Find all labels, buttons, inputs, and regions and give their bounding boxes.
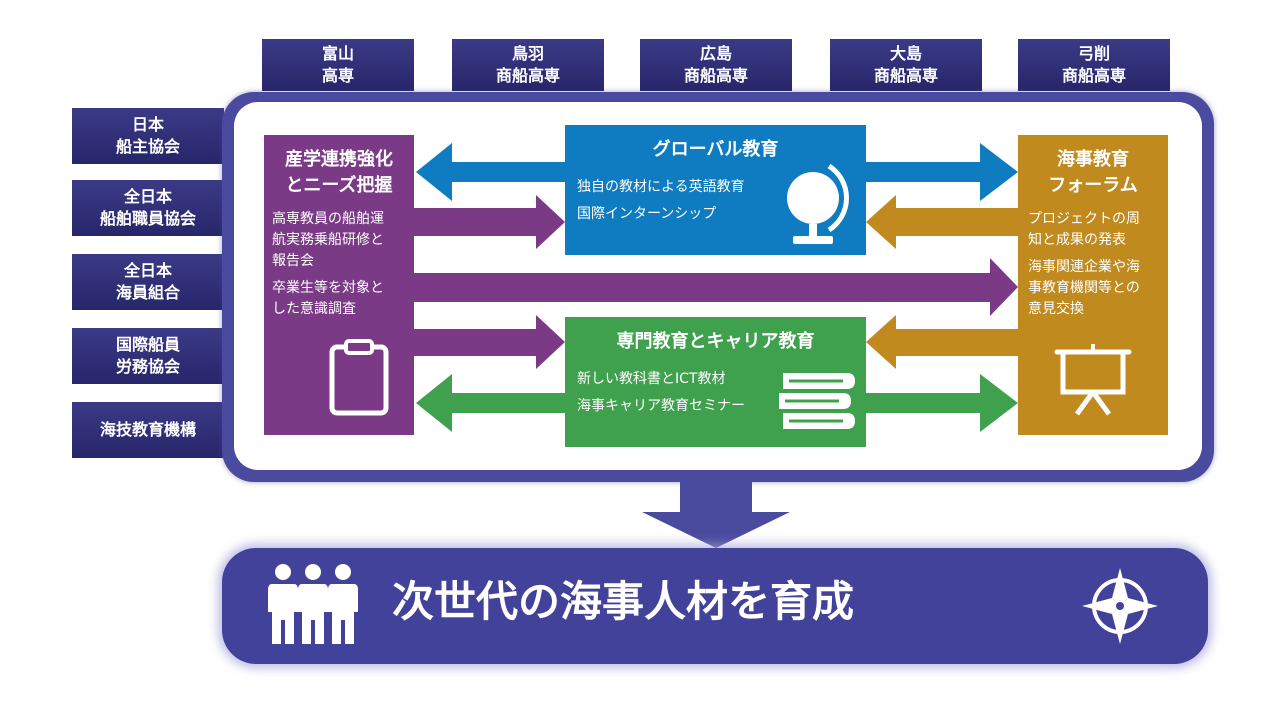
arrow-career-to-forum [866,374,1018,432]
panel-industry-title-line1: 産学連携強化 [285,149,393,170]
school-name: 鳥羽 [511,44,544,63]
panel-industry-item2: 卒業生等を対象と した意識調査 [272,278,414,320]
arrow-global-bidirectional [416,143,565,201]
arrow-career-to-industry [416,374,565,432]
arrow-industry-to-career [414,315,565,369]
text-line: 意見交換 [1028,301,1084,317]
panel-global-item2: 国際インターンシップ [577,206,717,222]
org-name-line2: 労務協会 [115,357,180,376]
arrow-down-to-goal [642,480,790,548]
panel-forum-title-line1: 海事教育 [1057,149,1129,170]
org-box-ship-officers: 全日本 船舶職員協会 [72,180,224,236]
school-type: 商船高専 [683,66,748,85]
school-name: 弓削 [1077,44,1110,63]
panel-career-title: 専門教育とキャリア教育 [616,331,815,352]
arrow-industry-to-global [414,195,565,249]
compass-icon [1082,568,1158,644]
presentation-board-icon [1054,344,1132,416]
arrow-industry-to-forum [414,258,1018,316]
panel-industry-title-line2: とニーズ把握 [285,175,393,196]
panel-global-title: グローバル教育 [652,139,779,160]
org-name-line1: 全日本 [123,261,172,280]
school-box-toba: 鳥羽 商船高専 [452,39,604,91]
text-line: 事教育機関等との [1028,280,1140,296]
books-icon [779,373,855,429]
panel-forum-title-line2: フォーラム [1048,175,1138,196]
org-name-line1: 海技教育機構 [99,420,196,439]
goal-banner-text: 次世代の海事人材を育成 [392,577,855,626]
school-name: 大島 [889,44,922,63]
school-box-oshima: 大島 商船高専 [830,39,982,91]
goal-banner [222,548,1208,664]
arrow-forum-to-global [866,195,1018,249]
school-name: 富山 [321,44,354,63]
text-line: 知と成果の発表 [1028,232,1126,248]
org-name-line1: 日本 [131,115,164,134]
school-type: 高専 [321,66,354,85]
school-box-toyama: 富山 高専 [262,39,414,91]
org-name-line2: 船舶職員協会 [99,209,196,228]
school-type: 商船高専 [1061,66,1126,85]
org-name-line2: 船主協会 [115,137,180,156]
text-line: 報告会 [272,253,314,269]
panel-industry-title: 産学連携強化 とニーズ把握 [264,147,414,199]
school-type: 商船高専 [873,66,938,85]
school-box-hiroshima: 広島 商船高専 [640,39,792,91]
panel-global-item1: 独自の教材による英語教育 [577,179,745,195]
panel-forum-title: 海事教育 フォーラム [1018,147,1168,199]
org-box-shipowners: 日本 船主協会 [72,108,224,164]
text-line: プロジェクトの周 [1028,211,1140,227]
people-icon [268,564,358,644]
text-line: 高専教員の船舶運 [272,211,384,227]
arrow-forum-to-career [866,315,1018,369]
arrow-global-to-forum [866,143,1018,201]
text-line: した意識調査 [272,301,356,317]
org-box-seafarers-union: 全日本 海員組合 [72,254,224,310]
school-name: 広島 [699,44,732,63]
org-name-line1: 全日本 [123,187,172,206]
clipboard-icon [329,339,389,416]
org-box-maritime-education-agency: 海技教育機構 [72,402,224,458]
panel-career-item2: 海事キャリア教育セミナー [577,398,745,414]
text-line: 海事関連企業や海 [1028,259,1140,275]
panel-forum-item1: プロジェクトの周 知と成果の発表 [1028,209,1168,251]
panel-global-education: グローバル教育 独自の教材による英語教育 国際インターンシップ [565,125,866,255]
org-name-line2: 海員組合 [115,283,180,302]
panel-career-education: 専門教育とキャリア教育 新しい教科書とICT教材 海事キャリア教育セミナー [565,317,866,447]
panel-maritime-forum: 海事教育 フォーラム プロジェクトの周 知と成果の発表 海事関連企業や海 事教育… [1018,135,1168,435]
panel-career-item1: 新しい教科書とICT教材 [577,371,726,387]
panel-forum-item2: 海事関連企業や海 事教育機関等との 意見交換 [1028,257,1168,320]
panel-industry-item1: 高専教員の船舶運 航実務乗船研修と 報告会 [272,209,414,272]
text-line: 卒業生等を対象と [272,280,384,296]
school-box-yuge: 弓削 商船高専 [1018,39,1170,91]
org-name-line1: 国際船員 [115,335,180,354]
text-line: 航実務乗船研修と [272,232,384,248]
globe-icon [787,163,849,244]
school-type: 商船高専 [495,66,560,85]
panel-industry-academia: 産学連携強化 とニーズ把握 高専教員の船舶運 航実務乗船研修と 報告会 卒業生等… [264,135,414,435]
org-box-intl-seafarers-labor: 国際船員 労務協会 [72,328,224,384]
